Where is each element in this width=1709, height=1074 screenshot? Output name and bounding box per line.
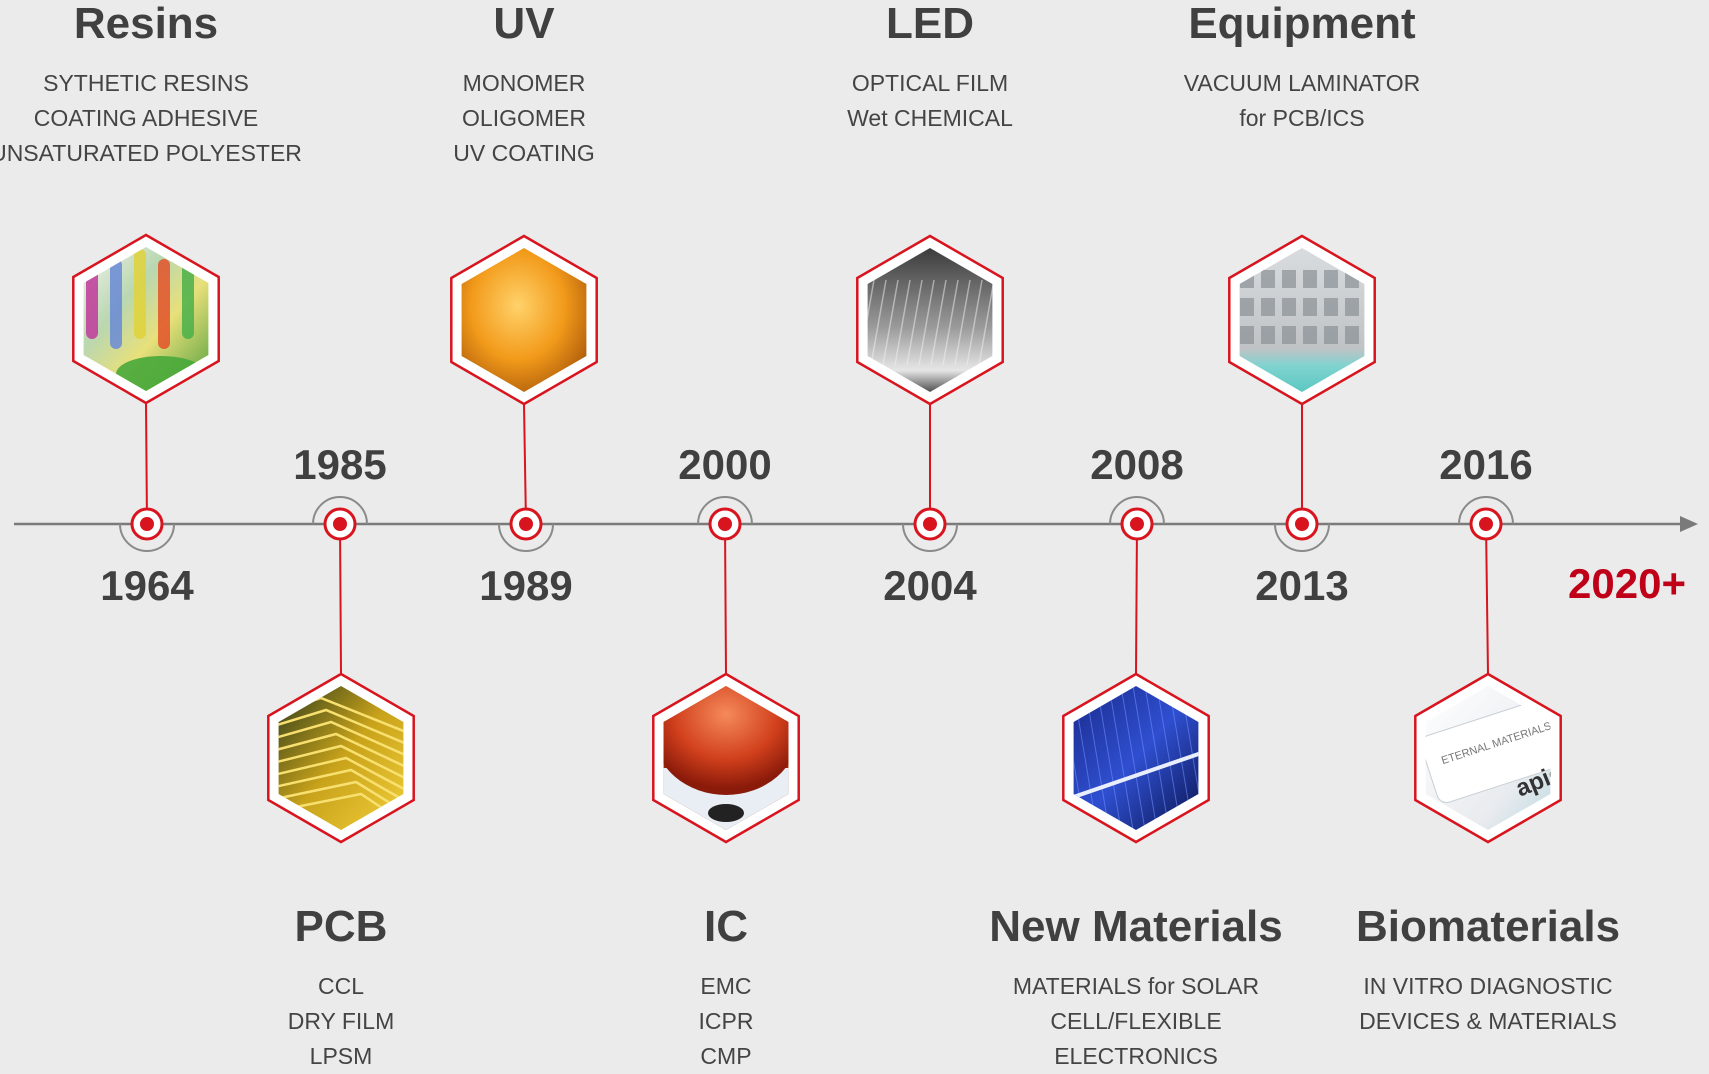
milestone-1989: [450, 234, 598, 552]
node-dot: [1295, 517, 1309, 531]
description-line: MATERIALS for SOLAR: [1012, 973, 1260, 999]
category-block-biomaterials: Biomaterials IN VITRO DIAGNOSTIC DEVICES &…: [1356, 905, 1620, 1039]
description-line: Wet CHEMICAL: [847, 105, 1013, 131]
category-description: CCL DRY FILM LPSM: [288, 969, 395, 1074]
category-description: OPTICAL FILM Wet CHEMICAL: [847, 66, 1013, 136]
description-line: ICPR: [698, 1008, 754, 1034]
description-line: CMP: [700, 1043, 752, 1069]
category-description: MONOMER OLIGOMER UV COATING: [453, 66, 594, 171]
node-dot: [1479, 517, 1493, 531]
description-line: LPSM: [309, 1043, 373, 1069]
timeline-arrowhead: [1680, 516, 1698, 532]
node-halo: [902, 523, 958, 552]
node-dot: [333, 517, 347, 531]
category-title: UV: [493, 0, 555, 48]
year-label-2016: 2016: [1439, 441, 1533, 488]
description-line: EMC: [700, 973, 752, 999]
grey-film-image: [867, 248, 993, 392]
description-line: COATING ADHESIVE: [33, 105, 259, 131]
category-title: LED: [886, 0, 974, 48]
category-block-ic: IC EMC ICPR CMP: [699, 905, 754, 1074]
category-description: EMC ICPR CMP: [699, 969, 754, 1074]
category-block-pcb: PCB CCL DRY FILM LPSM: [288, 905, 395, 1074]
node-halo: [119, 523, 175, 552]
category-description: SYTHETIC RESINS COATING ADHESIVE UNSATURAT…: [0, 66, 302, 171]
node-dot: [519, 517, 533, 531]
milestone-2004: [856, 234, 1004, 552]
description-line: SYTHETIC RESINS: [43, 70, 249, 96]
connector-line: [1485, 523, 1489, 675]
category-description: VACUUM LAMINATOR for PCB/ICS: [1184, 66, 1420, 136]
category-description: IN VITRO DIAGNOSTIC DEVICES & MATERIALS: [1356, 969, 1620, 1039]
circuit-board-image: [278, 686, 404, 830]
connector-line: [145, 402, 148, 525]
orange-uv-glow-image: [461, 248, 587, 392]
node-halo: [697, 496, 753, 525]
description-line: CCL: [317, 973, 365, 999]
milestone-2013: [1228, 234, 1376, 552]
year-label-2004: 2004: [883, 562, 977, 609]
description-line: UNSATURATED POLYESTER: [0, 140, 302, 166]
description-line: OLIGOMER: [462, 105, 586, 131]
node-dot: [140, 517, 154, 531]
description-line: MONOMER: [462, 70, 586, 96]
description-line: UV COATING: [453, 140, 595, 166]
category-title: Equipment: [1188, 0, 1416, 48]
description-line: ELECTRONICS: [1054, 1043, 1218, 1069]
solar-cell-image: [1073, 686, 1199, 830]
description-line: OPTICAL FILM: [851, 70, 1009, 96]
node-halo: [1458, 496, 1514, 525]
node-halo: [498, 523, 554, 552]
year-label-2013: 2013: [1255, 562, 1349, 609]
connector-line: [523, 403, 527, 525]
node-dot: [1130, 517, 1144, 531]
category-description: MATERIALS for SOLAR CELL/FLEXIBLE ELECTRON…: [989, 969, 1282, 1074]
node-halo: [1274, 523, 1330, 552]
node-dot: [718, 517, 732, 531]
category-title: Resins: [73, 0, 219, 48]
year-label-1985: 1985: [293, 441, 387, 488]
node-dot: [923, 517, 937, 531]
description-line: IN VITRO DIAGNOSTIC: [1363, 973, 1613, 999]
year-label-2000: 2000: [678, 441, 772, 488]
laminator-machine-image: [1239, 248, 1365, 392]
category-title: PCB: [294, 902, 388, 951]
description-line: CELL/FLEXIBLE: [1050, 1008, 1222, 1034]
connector-line: [724, 523, 727, 675]
node-halo: [1109, 496, 1165, 525]
description-line: for PCB/ICS: [1239, 105, 1365, 131]
year-label-1964: 1964: [100, 562, 194, 609]
milestone-1964: [72, 233, 220, 552]
category-block-led: LED OPTICAL FILM Wet CHEMICAL: [847, 2, 1013, 136]
milestone-1985: [267, 496, 415, 844]
description-line: DRY FILM: [287, 1008, 395, 1034]
category-title: Biomaterials: [1355, 902, 1621, 951]
connector-line: [339, 523, 342, 675]
description-line: VACUUM LAMINATOR: [1183, 70, 1421, 96]
category-title: New Materials: [989, 902, 1283, 951]
milestone-2000: [652, 496, 800, 844]
year-label-1989: 1989: [479, 562, 573, 609]
category-block-uv: UV MONOMER OLIGOMER UV COATING: [453, 2, 594, 171]
node-halo: [312, 496, 368, 525]
year-label-2008: 2008: [1090, 441, 1184, 488]
future-year-label: 2020+: [1568, 560, 1686, 607]
description-line: DEVICES & MATERIALS: [1359, 1008, 1617, 1034]
connector-line: [1135, 523, 1138, 675]
category-title: IC: [703, 902, 748, 951]
milestone-2008: [1062, 496, 1210, 844]
